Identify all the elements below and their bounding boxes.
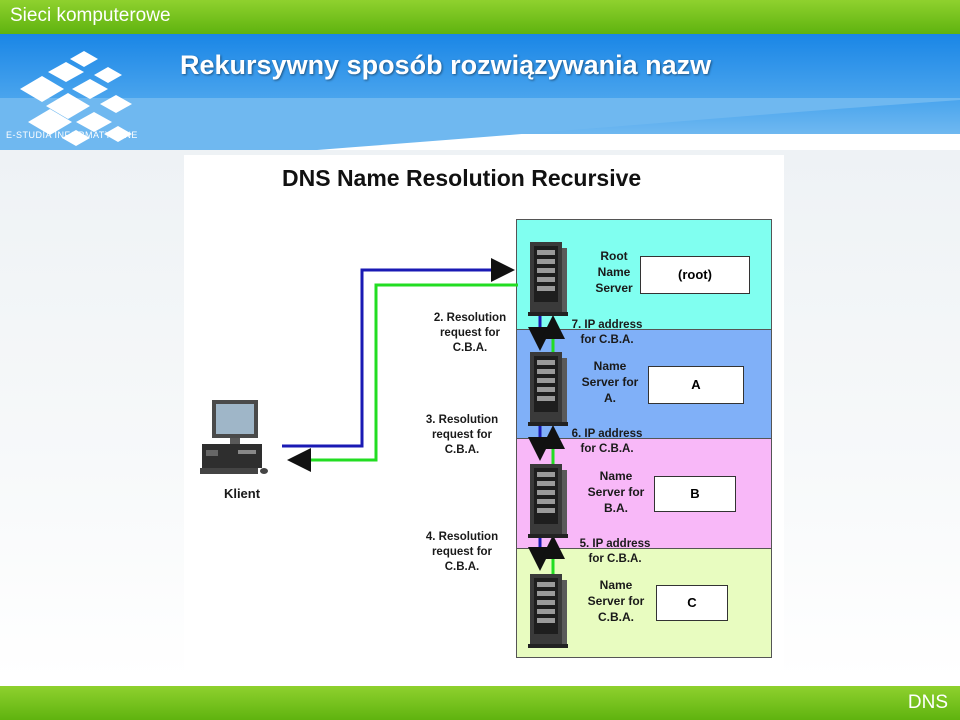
bottom-bar: DNS — [0, 686, 960, 720]
zone-name-root: (root) — [640, 256, 750, 294]
zone-name-a: A — [648, 366, 744, 404]
server-icon-b — [528, 464, 568, 538]
root-server-label: Root Name Server — [595, 249, 633, 295]
section-label: DNS — [907, 692, 948, 713]
request-label-4: 4. Resolution request for C.B.A. — [425, 531, 499, 573]
logo-icon — [20, 51, 132, 146]
client-computer-icon — [200, 400, 268, 474]
top-bar: Sieci komputerowe — [0, 0, 960, 34]
server-a-label: Name Server for A. — [581, 359, 639, 405]
diagram-title: DNS Name Resolution Recursive — [282, 165, 642, 191]
response-label-7: 7. IP address for C.B.A. — [571, 319, 643, 346]
response-label-5: 5. IP address for C.B.A. — [579, 538, 651, 565]
server-c-label: Name Server for C.B.A. — [587, 578, 645, 624]
slide-title: Rekursywny sposób rozwiązywania nazw — [180, 50, 712, 80]
server-b-label: Name Server for B.A. — [587, 469, 645, 515]
logo-caption: E-STUDIA INFORMATYCZNE — [6, 130, 138, 140]
zone-name-c: C — [656, 585, 728, 621]
server-icon-a — [528, 352, 568, 426]
server-icon-c — [528, 574, 568, 648]
course-title: Sieci komputerowe — [10, 5, 171, 26]
request-label-2: 2. Resolution request for C.B.A. — [433, 312, 507, 354]
request-label-3: 3. Resolution request for C.B.A. — [425, 414, 499, 456]
client-label: Klient — [223, 486, 261, 501]
zone-name-b: B — [654, 476, 736, 512]
server-icon-root — [528, 242, 568, 316]
response-label-6: 6. IP address for C.B.A. — [571, 428, 643, 455]
